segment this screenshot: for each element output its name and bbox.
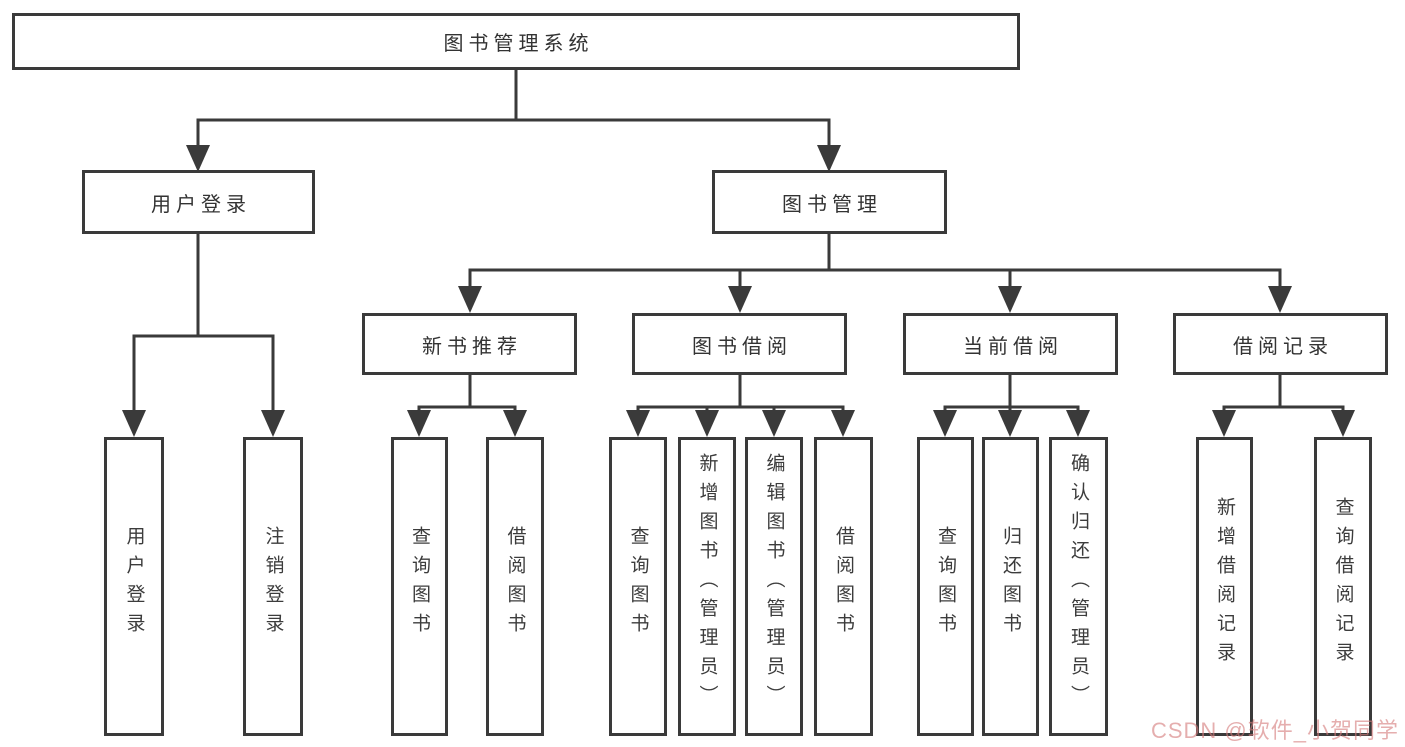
leaf-label: 新增借阅记录 — [1214, 496, 1235, 671]
leaf-label: 新增图书（管理员） — [696, 453, 718, 714]
leaf-add-borrow-record: 新增借阅记录 — [1196, 437, 1253, 736]
leaf-label: 查询图书 — [627, 525, 649, 642]
node-new-book-recommendation: 新书推荐 — [362, 313, 577, 375]
leaf-label: 编辑图书（管理员） — [763, 453, 785, 714]
node-label: 当前借阅 — [963, 335, 1063, 358]
leaf-query-books-recommend: 查询图书 — [391, 437, 448, 736]
node-label: 图书管理 — [782, 193, 882, 216]
node-user-login: 用户登录 — [82, 170, 315, 234]
leaf-edit-books-admin: 编辑图书（管理员） — [745, 437, 803, 736]
node-label: 图书管理系统 — [443, 33, 594, 55]
node-borrowing-records: 借阅记录 — [1173, 313, 1388, 375]
leaf-label: 查询图书 — [935, 525, 956, 642]
leaf-label: 注销登录 — [262, 525, 284, 642]
leaf-borrow-books-recommend: 借阅图书 — [486, 437, 544, 736]
node-label: 图书借阅 — [692, 335, 792, 358]
node-book-management: 图书管理 — [712, 170, 947, 234]
node-label: 用户登录 — [151, 193, 251, 216]
leaf-user-login: 用户登录 — [104, 437, 164, 736]
leaf-return-books: 归还图书 — [982, 437, 1039, 736]
leaf-borrow-books: 借阅图书 — [814, 437, 873, 736]
leaf-label: 查询借阅记录 — [1332, 496, 1354, 671]
leaf-query-books-borrow: 查询图书 — [609, 437, 667, 736]
leaf-label: 借阅图书 — [504, 525, 526, 642]
node-book-borrowing: 图书借阅 — [632, 313, 847, 375]
leaf-query-books-current: 查询图书 — [917, 437, 974, 736]
leaf-label: 用户登录 — [123, 525, 145, 642]
leaf-logout: 注销登录 — [243, 437, 303, 736]
leaf-add-books-admin: 新增图书（管理员） — [678, 437, 736, 736]
node-library-management-system: 图书管理系统 — [12, 13, 1020, 70]
leaf-query-borrow-record: 查询借阅记录 — [1314, 437, 1372, 736]
node-label: 新书推荐 — [422, 335, 522, 358]
node-current-borrowing: 当前借阅 — [903, 313, 1118, 375]
csdn-watermark: CSDN @软件_小贺同学 — [1150, 718, 1399, 743]
leaf-label: 借阅图书 — [833, 525, 854, 642]
leaf-label: 确认归还（管理员） — [1068, 453, 1089, 714]
leaf-confirm-return-admin: 确认归还（管理员） — [1049, 437, 1108, 736]
leaf-label: 归还图书 — [1000, 525, 1021, 642]
leaf-label: 查询图书 — [409, 525, 430, 642]
node-label: 借阅记录 — [1233, 335, 1333, 358]
